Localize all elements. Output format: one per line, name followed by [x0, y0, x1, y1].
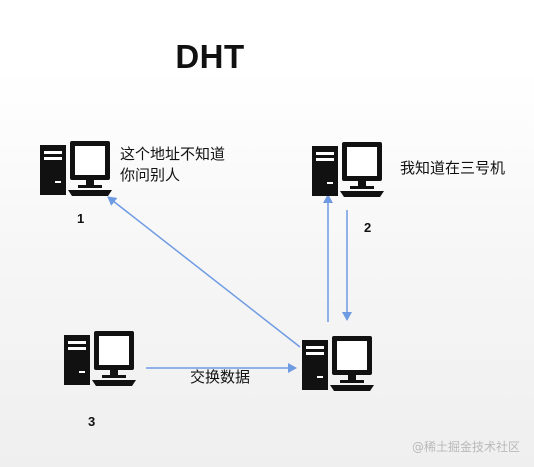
- node-1-note: 这个地址不知道 你问别人: [120, 145, 226, 184]
- arrow-to-node-1: [107, 196, 301, 348]
- node-2-note: 我知道在三号机: [400, 159, 506, 177]
- node-1-number: 1: [77, 211, 85, 226]
- watermark: @稀土掘金技术社区: [411, 440, 520, 454]
- exchange-data-label: 交换数据: [190, 368, 251, 386]
- desktop-computer-icon: [64, 331, 136, 386]
- desktop-computer-icon: [40, 141, 112, 196]
- desktop-computer-icon: [302, 336, 374, 391]
- node-3-number: 3: [88, 414, 96, 429]
- diagram-title: DHT: [175, 38, 245, 75]
- desktop-computer-icon: [312, 142, 384, 197]
- node-2-number: 2: [364, 220, 372, 235]
